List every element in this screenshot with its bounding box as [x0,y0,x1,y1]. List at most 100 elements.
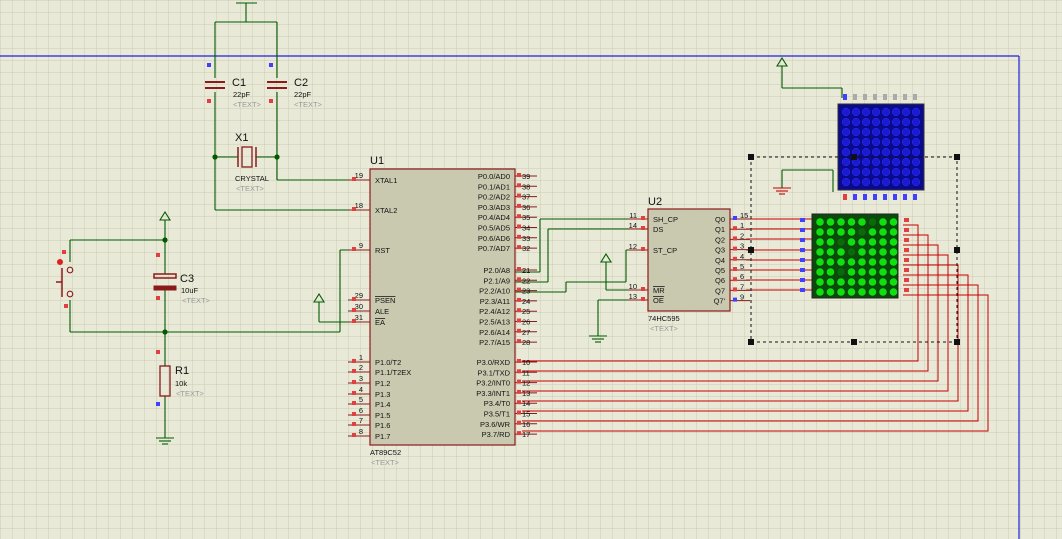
green-matrix-left-pin [800,268,805,272]
u2-pin-number: 5 [740,262,744,271]
u2-ref: U2 [648,196,662,208]
u1-pin-7[interactable]: 7P1.6 [348,416,390,430]
capacitor-c3[interactable]: C3 10uF <TEXT> [153,253,211,305]
u2-pin-name: Q4 [715,256,725,265]
green-led [816,288,824,296]
blue-matrix-bottom-pin [873,194,877,200]
u1-pin-6[interactable]: 6P1.5 [348,406,390,420]
led-matrix-green[interactable] [800,213,909,299]
u2-pin-2[interactable]: Q2 2 [715,231,750,244]
blue-led [911,137,921,147]
u1-pin-number: 4 [359,385,363,394]
green-led [837,228,845,236]
blue-led [901,127,911,137]
u2-pin-9[interactable]: Q7'9 [714,293,750,306]
blue-led [841,127,851,137]
blue-led [851,177,861,187]
u1-pin-5[interactable]: 5P1.4 [348,395,390,409]
resistor-r1[interactable]: R1 10k <TEXT> [156,350,205,406]
u1-pin-2[interactable]: 2P1.1/T2EX [348,363,411,377]
chip-u1[interactable]: U1 AT89C52 <TEXT> 19XTAL118XTAL29RST29PS… [348,155,537,467]
reset-button[interactable] [56,250,74,308]
blue-matrix-top-pin [863,94,867,100]
r1-value: 10k [175,379,187,388]
green-led [868,258,877,266]
u2-pin-name: OE [653,296,664,305]
u1-pin-1[interactable]: 1P1.0/T2 [348,353,401,367]
green-led [889,268,898,276]
crystal-x1[interactable]: X1 CRYSTAL <TEXT> [235,132,269,193]
u2-pin-name: Q7 [715,286,725,295]
u1-pin-name: P3.6/WR [480,420,511,429]
u2-pin-number: 15 [740,211,748,220]
u1-pin-name: XTAL2 [375,206,397,215]
blue-led [841,117,851,127]
capacitor-c2[interactable]: C2 22pF <TEXT> [267,63,323,109]
blue-matrix-bottom-pin [853,194,857,200]
blue-led [841,107,851,117]
u2-pin-number: 1 [740,221,744,230]
u1-pin-name: P0.4/AD4 [478,213,510,222]
u1-pin-3[interactable]: 3P1.2 [348,374,390,388]
green-led [837,248,845,256]
u1-pin-8[interactable]: 8P1.7 [348,427,390,441]
u2-pin-number: 2 [740,231,744,240]
u1-pin-number: 1 [359,353,363,362]
green-led [858,258,866,266]
u2-pin-name: Q2 [715,235,725,244]
green-led [826,228,835,236]
capacitor-c1[interactable]: C1 22pF <TEXT> [205,63,262,109]
blue-matrix-top-pin [893,94,897,100]
green-led [868,248,877,256]
c1-ref: C1 [232,77,246,89]
u1-pin-4[interactable]: 4P1.3 [348,385,390,399]
green-matrix-right-pin [904,218,909,222]
green-matrix-left-pin [800,248,805,252]
led-matrix-blue[interactable] [837,94,925,200]
